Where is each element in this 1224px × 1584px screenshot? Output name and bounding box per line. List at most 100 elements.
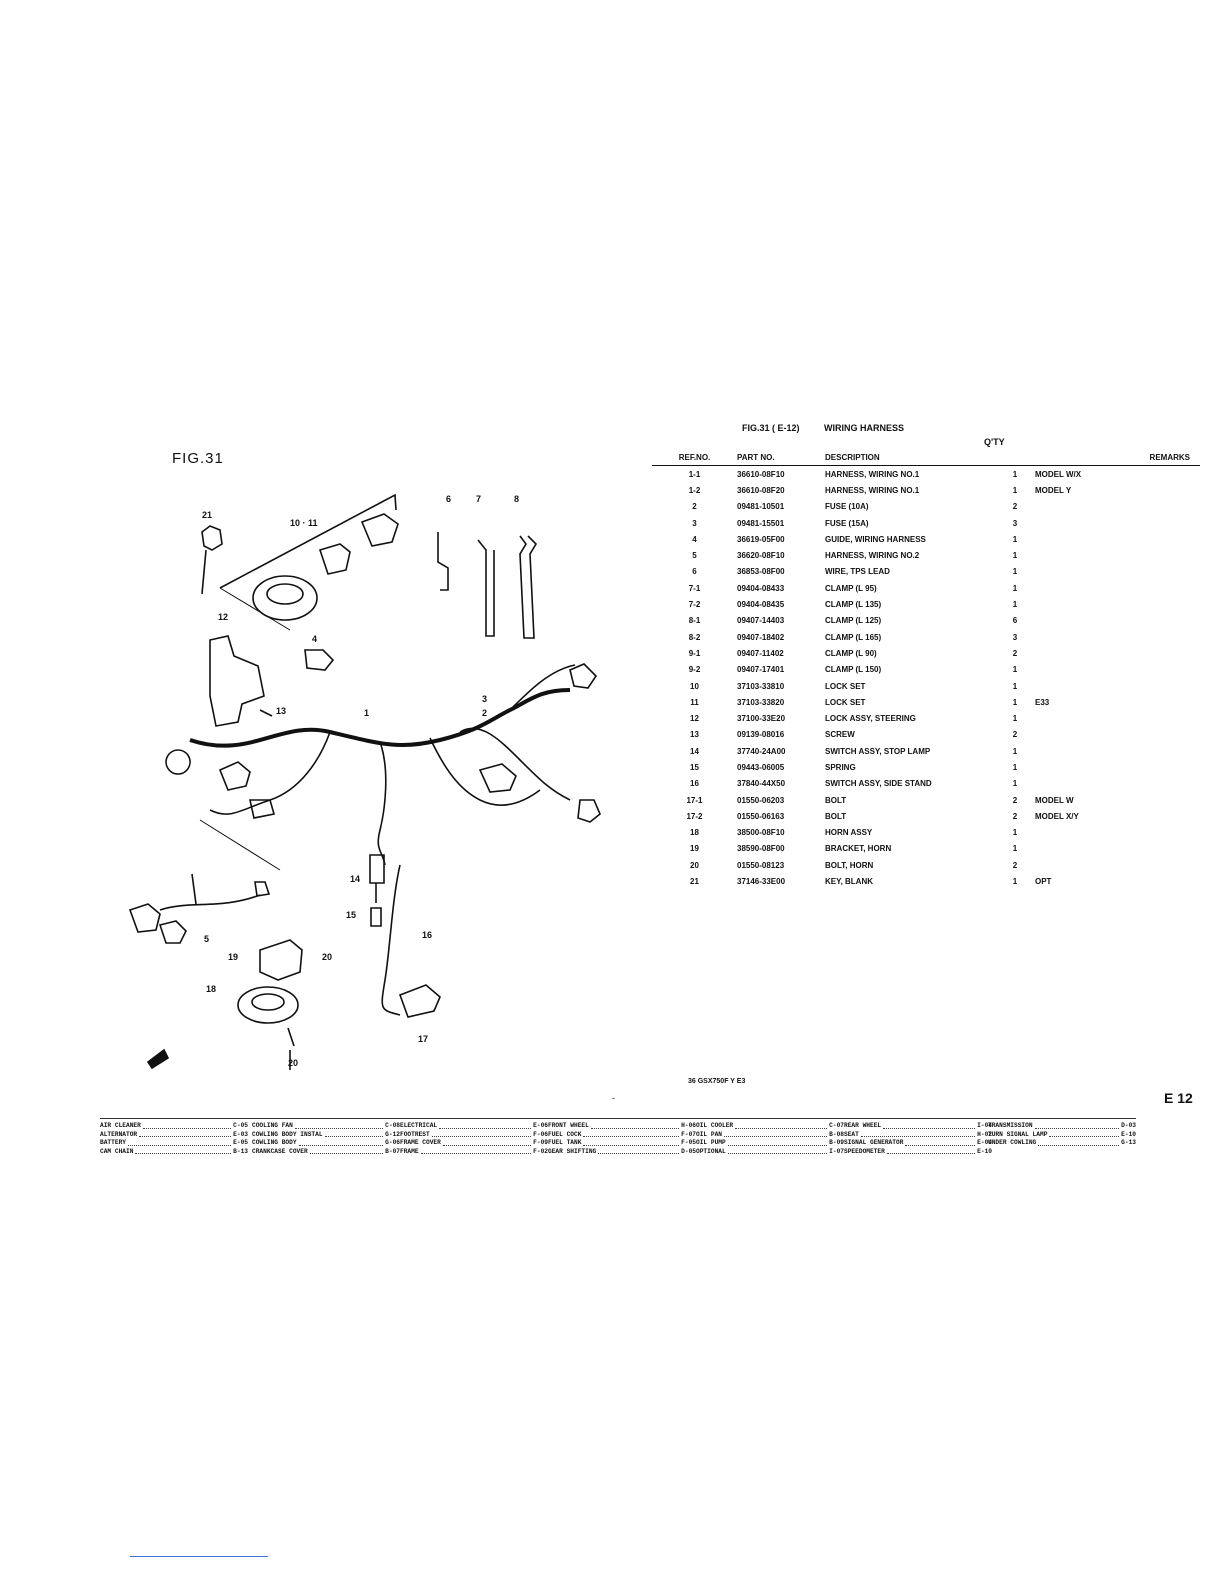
ref-no-cell: 4 [692, 534, 697, 544]
index-entry-name: TURN SIGNAL LAMP [988, 1130, 1048, 1138]
index-entry-code: F-05 [681, 1139, 696, 1147]
description-cell: BOLT [825, 811, 847, 821]
col-description: DESCRIPTION [825, 451, 995, 466]
index-leader-dots [309, 1148, 384, 1155]
index-leader-dots [439, 1122, 532, 1129]
part-no-cell: 09407-17401 [737, 665, 785, 675]
description-cell: HARNESS, WIRING NO.1 [825, 485, 920, 495]
callout-20b: 20 [288, 1058, 298, 1068]
remarks-cell: MODEL Y [1035, 485, 1072, 495]
qty-cell: 1 [1012, 567, 1018, 577]
parts-table: REF.NO. PART NO. DESCRIPTION REMARKS 1-1… [652, 451, 1200, 890]
page-code: E 12 [1164, 1090, 1193, 1106]
remarks-cell [1035, 727, 1200, 743]
index-entry-name: FRAME [400, 1147, 419, 1155]
index-entry-name: FRONT WHEEL [548, 1122, 589, 1129]
qty-cell: 1 [1012, 600, 1018, 610]
index-leader-dots [1049, 1131, 1120, 1138]
description-cell: GUIDE, WIRING HARNESS [825, 534, 926, 544]
part-no-cell: 37840-44X50 [737, 779, 786, 789]
index-entry-name: OPTIONAL [696, 1147, 726, 1155]
remarks-cell [1035, 743, 1200, 759]
part-no-cell: 09443-06005 [737, 762, 785, 772]
index-entry-code: F-06 [533, 1130, 548, 1138]
index-entry-name: ALTERNATOR [100, 1130, 138, 1138]
index-entry-name: CRANKCASE COVER [252, 1147, 308, 1155]
exploded-view-drawing: 21 10 · 11 12 4 6 7 8 3 2 13 1 14 15 16 … [128, 493, 601, 1070]
ref-no-cell: 9-1 [688, 648, 701, 658]
index-entry[interactable]: CRANKCASE COVER B-07 [252, 1148, 400, 1157]
part-no-cell: 01550-06203 [737, 795, 785, 805]
callout-8: 8 [514, 494, 519, 504]
index-entry-name: SEAT [844, 1130, 859, 1138]
part-no-cell: 09407-18402 [737, 632, 785, 642]
description-cell: KEY, BLANK [825, 877, 874, 887]
index-entry[interactable]: FRAME F-02 [400, 1148, 548, 1157]
callout-17: 17 [418, 1034, 428, 1044]
description-cell: CLAMP (L 95) [825, 583, 877, 593]
index-entry-code: B-07 [385, 1147, 400, 1155]
qty-cell: 2 [1012, 860, 1018, 870]
qty-cell: 1 [1012, 681, 1018, 691]
callout-3: 3 [482, 694, 487, 704]
ref-no-cell: 8-2 [688, 632, 701, 642]
index-leader-dots [1034, 1122, 1120, 1129]
description-cell: LOCK ASSY, STEERING [825, 714, 916, 724]
index-entry-name: FUEL COCK [548, 1130, 582, 1138]
remarks-cell [1035, 531, 1200, 547]
ref-no-cell: 14 [690, 746, 699, 756]
ref-no-cell: 10 [690, 681, 699, 691]
remarks-cell [1035, 825, 1200, 841]
description-cell: CLAMP (L 150) [825, 665, 882, 675]
part-no-cell: 09139-08016 [737, 730, 785, 740]
remarks-cell [1035, 613, 1200, 629]
callout-16: 16 [422, 930, 432, 940]
index-entry-name: AIR CLEANER [100, 1122, 141, 1129]
callout-12: 12 [218, 612, 228, 622]
remarks-cell [1035, 564, 1200, 580]
qty-cell: 3 [1012, 518, 1018, 528]
qty-cell: 1 [1012, 714, 1018, 724]
index-entry-name: ELECTRICAL [400, 1122, 438, 1129]
qty-cell: 2 [1012, 730, 1018, 740]
index-entry-code: E-04 [977, 1139, 992, 1147]
index-entry-code: F-02 [533, 1147, 548, 1155]
description-cell: BOLT [825, 795, 847, 805]
callout-6: 6 [446, 494, 451, 504]
qty-cell: 1 [1012, 877, 1018, 887]
qty-cell: 1 [1012, 665, 1018, 675]
